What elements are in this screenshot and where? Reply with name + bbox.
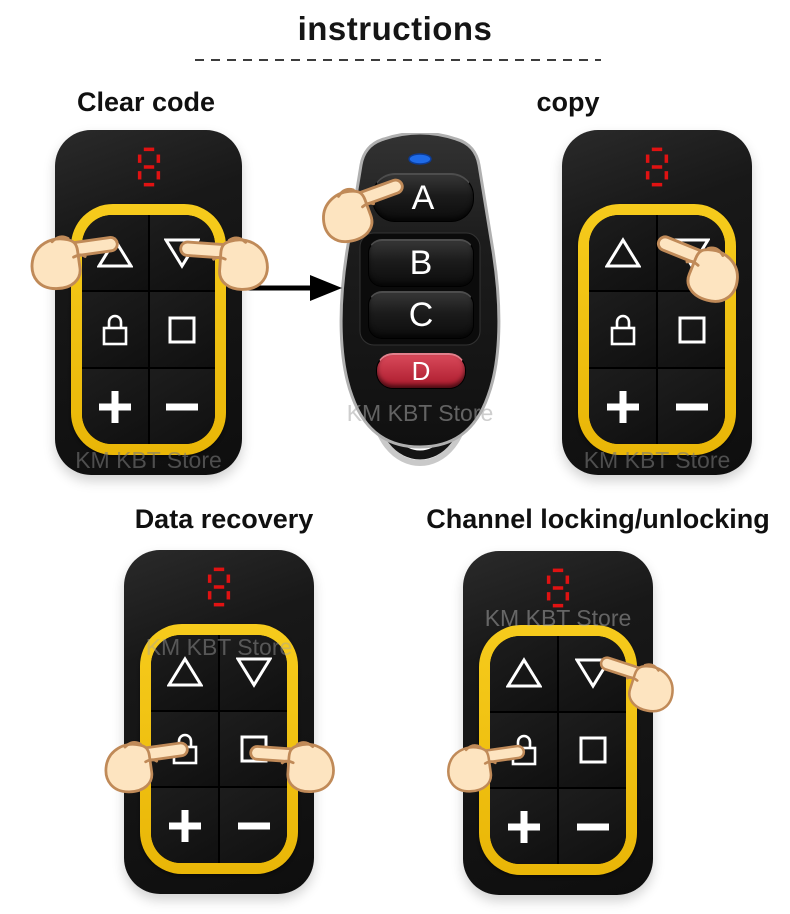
seven-segment-display-8	[206, 566, 233, 608]
minus-icon	[236, 808, 272, 844]
triangle-up-icon	[605, 237, 641, 269]
stop-square-button	[658, 292, 725, 367]
plus-button	[490, 789, 557, 864]
page-title: instructions	[297, 10, 493, 47]
pointing-hand-icon	[245, 735, 341, 796]
plus-button	[589, 369, 656, 444]
minus-button	[220, 788, 287, 863]
stop-square-button	[559, 712, 626, 788]
store-watermark: KM KBT Store	[583, 447, 731, 473]
remote-data-recovery: KM KBT Store	[124, 550, 314, 894]
triangle-up-icon	[167, 656, 203, 688]
keypad	[490, 636, 626, 864]
led-indicator	[408, 153, 432, 165]
arrow-right-icon	[248, 275, 342, 301]
triangle-up-icon	[506, 657, 542, 689]
lock-button	[589, 292, 656, 367]
remote-clear-code: KM KBT Store	[55, 130, 242, 475]
triangle-up-button	[490, 636, 557, 711]
dashed-divider	[195, 59, 601, 61]
plus-icon	[605, 389, 641, 425]
fob-button-b: B	[368, 239, 474, 287]
triangle-down-button	[220, 635, 287, 710]
section-label-data-recovery: Data recovery	[134, 504, 314, 534]
fob-button-d: D	[376, 353, 466, 389]
stop-square-icon	[677, 315, 707, 345]
minus-icon	[575, 809, 611, 845]
minus-button	[559, 789, 626, 864]
stop-square-icon	[578, 735, 608, 765]
plus-icon	[167, 808, 203, 844]
plus-button	[82, 369, 148, 444]
plus-icon	[97, 389, 133, 425]
triangle-up-button	[589, 215, 656, 290]
seven-segment-display-8	[135, 146, 162, 188]
stop-square-button	[149, 292, 215, 367]
lock-icon	[100, 312, 130, 348]
seven-segment-display-8	[644, 146, 671, 188]
plus-button	[151, 788, 218, 863]
triangle-up-button	[151, 635, 218, 710]
remote-channel-locking: KM KBT Store	[463, 551, 653, 895]
pointing-hand-icon	[175, 230, 275, 295]
triangle-down-icon	[236, 656, 272, 688]
seven-segment-display-8	[545, 567, 572, 609]
store-watermark: KM KBT Store	[75, 447, 222, 473]
plus-icon	[506, 809, 542, 845]
lock-button	[82, 292, 148, 367]
lock-icon	[608, 312, 638, 348]
section-label-channel-locking: Channel locking/unlocking	[426, 504, 770, 534]
store-watermark: KM KBT Store	[145, 634, 293, 660]
store-watermark: KM KBT Store	[346, 400, 494, 426]
keypad-bezel	[479, 625, 637, 875]
minus-button	[658, 369, 725, 444]
minus-icon	[164, 389, 200, 425]
fob-button-c: C	[368, 291, 474, 339]
key-fob-remote: A B C D KM KBT Store	[330, 133, 510, 469]
minus-icon	[674, 389, 710, 425]
stop-square-icon	[167, 315, 197, 345]
minus-button	[149, 369, 215, 444]
section-label-copy: copy	[536, 87, 600, 117]
section-label-clear-code: Clear code	[76, 87, 216, 117]
store-watermark: KM KBT Store	[484, 605, 632, 631]
